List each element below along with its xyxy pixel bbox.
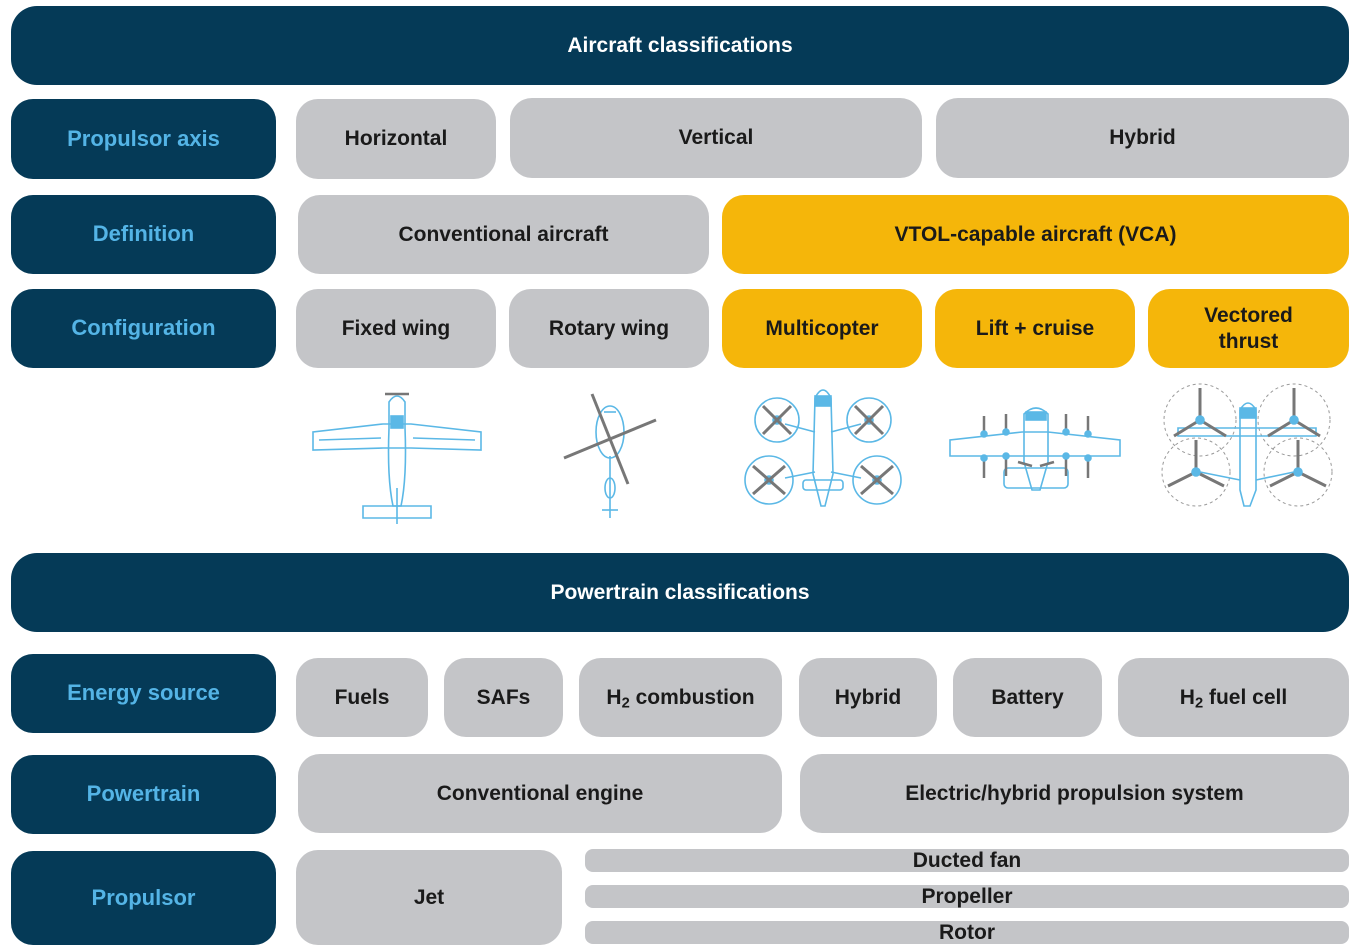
energy-hybrid: Hybrid	[799, 658, 937, 737]
cell-text: SAFs	[476, 685, 531, 709]
cell-text: H2 combustion	[606, 685, 755, 712]
cell-text: Lift + cruise	[975, 316, 1095, 340]
propulsor-propeller: Propeller	[585, 885, 1349, 908]
cell-text: Hybrid	[1109, 126, 1176, 150]
cell-text: Propeller	[921, 884, 1013, 908]
propulsor-ducted-fan: Ducted fan	[585, 849, 1349, 872]
cell-text: H2 fuel cell	[1179, 685, 1288, 712]
subscript-two: 2	[1194, 695, 1204, 712]
cell-text: Conventional engine	[436, 781, 644, 805]
cell-text: Rotor	[939, 920, 995, 944]
cell-text: Vertical	[678, 126, 754, 150]
multicopter-icon	[741, 382, 905, 510]
lift-cruise-aircraft-icon	[948, 402, 1124, 496]
energy-h2-combustion: H2 combustion	[579, 658, 782, 737]
vectored-thrust-aircraft-icon	[1160, 380, 1334, 510]
hydrogen-symbol: H	[606, 685, 622, 709]
row-label-configuration: Configuration	[11, 289, 276, 368]
cell-text: Fuels	[334, 685, 390, 709]
row-label-text: Configuration	[71, 315, 216, 341]
hydrogen-symbol: H	[1179, 685, 1195, 709]
axis-vertical: Vertical	[510, 98, 922, 178]
config-lift-cruise: Lift + cruise	[935, 289, 1135, 368]
propulsor-rotor: Rotor	[585, 921, 1349, 944]
cell-text: Multicopter	[765, 316, 879, 340]
cell-text: Conventional aircraft	[398, 222, 609, 246]
fixed-wing-aircraft-icon	[311, 388, 483, 526]
row-label-text: Energy source	[67, 680, 220, 706]
config-rotary-wing: Rotary wing	[509, 289, 709, 368]
row-label-propulsor: Propulsor	[11, 851, 276, 945]
row-label-propulsor-axis: Propulsor axis	[11, 99, 276, 179]
row-label-energy-source: Energy source	[11, 654, 276, 733]
row-label-text: Definition	[92, 221, 195, 247]
energy-safs: SAFs	[444, 658, 563, 737]
cell-text: Vectored thrust	[1204, 304, 1293, 353]
aircraft-banner-title: Aircraft classifications	[567, 33, 793, 57]
axis-hybrid: Hybrid	[936, 98, 1349, 178]
config-vectored-thrust: Vectored thrust	[1148, 289, 1349, 368]
cell-text: Electric/hybrid propulsion system	[905, 781, 1244, 805]
powertrain-electric-hybrid-system: Electric/hybrid propulsion system	[800, 754, 1349, 833]
row-label-powertrain: Powertrain	[11, 755, 276, 834]
helicopter-icon	[560, 390, 660, 522]
cell-text: Rotary wing	[548, 316, 670, 340]
cell-text: Hybrid	[834, 685, 902, 709]
cell-text: Battery	[991, 685, 1064, 709]
config-multicopter: Multicopter	[722, 289, 922, 368]
cell-text: VTOL-capable aircraft (VCA)	[894, 222, 1177, 246]
fuel-cell-words: fuel cell	[1208, 685, 1288, 709]
config-fixed-wing: Fixed wing	[296, 289, 496, 368]
aircraft-classifications-banner: Aircraft classifications	[11, 6, 1349, 85]
row-label-text: Propulsor axis	[67, 125, 220, 151]
row-label-text: Powertrain	[86, 781, 201, 807]
powertrain-classifications-banner: Powertrain classifications	[11, 553, 1349, 632]
cell-text: Fixed wing	[341, 316, 451, 340]
axis-horizontal: Horizontal	[296, 99, 496, 179]
combustion-word: combustion	[635, 685, 755, 709]
energy-battery: Battery	[953, 658, 1102, 737]
powertrain-banner-title: Powertrain classifications	[550, 580, 810, 604]
cell-text: Jet	[413, 885, 445, 909]
cell-text: Ducted fan	[912, 848, 1022, 872]
row-label-definition: Definition	[11, 195, 276, 274]
definition-vtol-capable-aircraft: VTOL-capable aircraft (VCA)	[722, 195, 1349, 274]
energy-fuels: Fuels	[296, 658, 428, 737]
powertrain-conventional-engine: Conventional engine	[298, 754, 782, 833]
propulsor-jet: Jet	[296, 850, 562, 945]
energy-h2-fuel-cell: H2 fuel cell	[1118, 658, 1349, 737]
row-label-text: Propulsor	[91, 884, 196, 910]
cell-text: Horizontal	[344, 127, 448, 151]
definition-conventional-aircraft: Conventional aircraft	[298, 195, 709, 274]
subscript-two: 2	[621, 695, 630, 712]
